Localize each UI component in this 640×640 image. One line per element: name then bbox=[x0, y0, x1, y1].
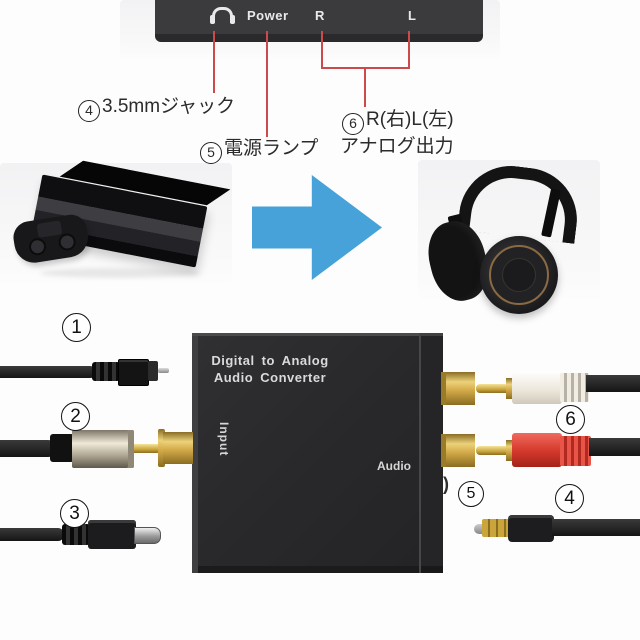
headphone-icon-pad-right bbox=[230, 15, 235, 24]
dc-strain-relief bbox=[62, 524, 90, 545]
white-rca-pin bbox=[476, 384, 513, 393]
annotation-text-5: 電源ランプ bbox=[224, 138, 319, 159]
optical-connector-body bbox=[118, 359, 149, 386]
left-channel-label: L bbox=[408, 8, 417, 23]
annotation-num-5: 5 bbox=[200, 141, 222, 164]
ps4-shadow bbox=[40, 268, 200, 278]
callout-3-dc: 3 bbox=[60, 499, 89, 528]
device-rear-panel: Power R L bbox=[155, 0, 483, 42]
annotation-text-6a: R(右)L(左) bbox=[366, 109, 454, 130]
optical-cable bbox=[0, 366, 96, 378]
converter-side-face bbox=[419, 333, 443, 573]
white-rca-body bbox=[512, 371, 562, 404]
converter-body bbox=[192, 333, 419, 573]
red-rca-cable bbox=[589, 438, 640, 456]
dc-plug-body bbox=[88, 520, 136, 549]
jack35-shaft bbox=[482, 519, 510, 537]
jack35-body bbox=[508, 515, 554, 542]
callout-6-analog: 6 bbox=[556, 405, 585, 434]
audio-output-jack-left bbox=[441, 372, 475, 405]
converter-title-line1: Digital to Analog bbox=[211, 353, 329, 368]
audio-output-jack-right bbox=[441, 434, 475, 467]
right-arrow-icon bbox=[252, 175, 382, 280]
callout-4-jack: 4 bbox=[555, 484, 584, 513]
right-channel-label: R bbox=[315, 8, 325, 23]
headphone-band bbox=[457, 160, 583, 244]
callout-line-headphone-jack bbox=[213, 31, 215, 93]
coaxial-plug-barrel bbox=[72, 430, 134, 468]
annotation-num-6: 6 bbox=[342, 112, 364, 135]
controller-left-stick bbox=[27, 236, 48, 257]
headphone-cup-center bbox=[502, 258, 536, 292]
white-rca-cable bbox=[586, 375, 640, 392]
annotation-num-4: 4 bbox=[78, 99, 100, 122]
jack35-tip bbox=[474, 524, 483, 534]
dc-plug-tip bbox=[134, 527, 161, 544]
input-jack-flange bbox=[158, 429, 165, 467]
headphone-jack-icon bbox=[210, 7, 235, 24]
white-rca-collar bbox=[506, 378, 515, 399]
white-rca-ribs bbox=[560, 373, 589, 402]
optical-connector-tip bbox=[148, 361, 158, 381]
red-rca-collar bbox=[506, 440, 515, 461]
dc-cable bbox=[0, 528, 64, 541]
headphone-icon-pad-left bbox=[210, 15, 215, 24]
coaxial-cable bbox=[0, 440, 56, 457]
callout-line-analog bbox=[364, 69, 366, 107]
annotation-analog-line2: アナログ出力 bbox=[340, 135, 454, 157]
callout-bracket-horizontal bbox=[321, 67, 410, 69]
callout-line-power-lamp bbox=[266, 31, 268, 137]
annotation-text-4: 3.5mmジャック bbox=[102, 96, 236, 117]
red-rca-body bbox=[512, 433, 562, 467]
headphones bbox=[421, 160, 603, 314]
coaxial-strain-relief bbox=[50, 434, 74, 462]
converter-audio-label: Audio bbox=[377, 459, 411, 473]
optical-connector-pin bbox=[158, 368, 169, 373]
converter-title-line2: Audio Converter bbox=[213, 370, 327, 385]
converter-input-label: Input bbox=[217, 422, 231, 457]
jack35-cable bbox=[552, 519, 640, 536]
coaxial-input-jack bbox=[163, 432, 193, 464]
callout-line-right bbox=[321, 31, 323, 69]
optical-strain-relief bbox=[92, 362, 120, 381]
red-rca-ribs bbox=[560, 436, 591, 466]
callout-line-left bbox=[408, 31, 410, 69]
callout-5-lamp: 5 bbox=[458, 481, 484, 507]
converter-title: Digital to Analog Audio Converter bbox=[203, 352, 337, 386]
power-port-label: Power bbox=[247, 8, 289, 23]
red-rca-pin bbox=[476, 446, 513, 455]
edge-text-fragment: ) bbox=[443, 474, 449, 494]
callout-1-optical: 1 bbox=[62, 313, 91, 342]
coaxial-plug-pin bbox=[134, 444, 161, 453]
controller-touchpad bbox=[36, 220, 63, 238]
callout-2-coaxial: 2 bbox=[61, 402, 90, 431]
controller-right-stick bbox=[57, 232, 77, 252]
